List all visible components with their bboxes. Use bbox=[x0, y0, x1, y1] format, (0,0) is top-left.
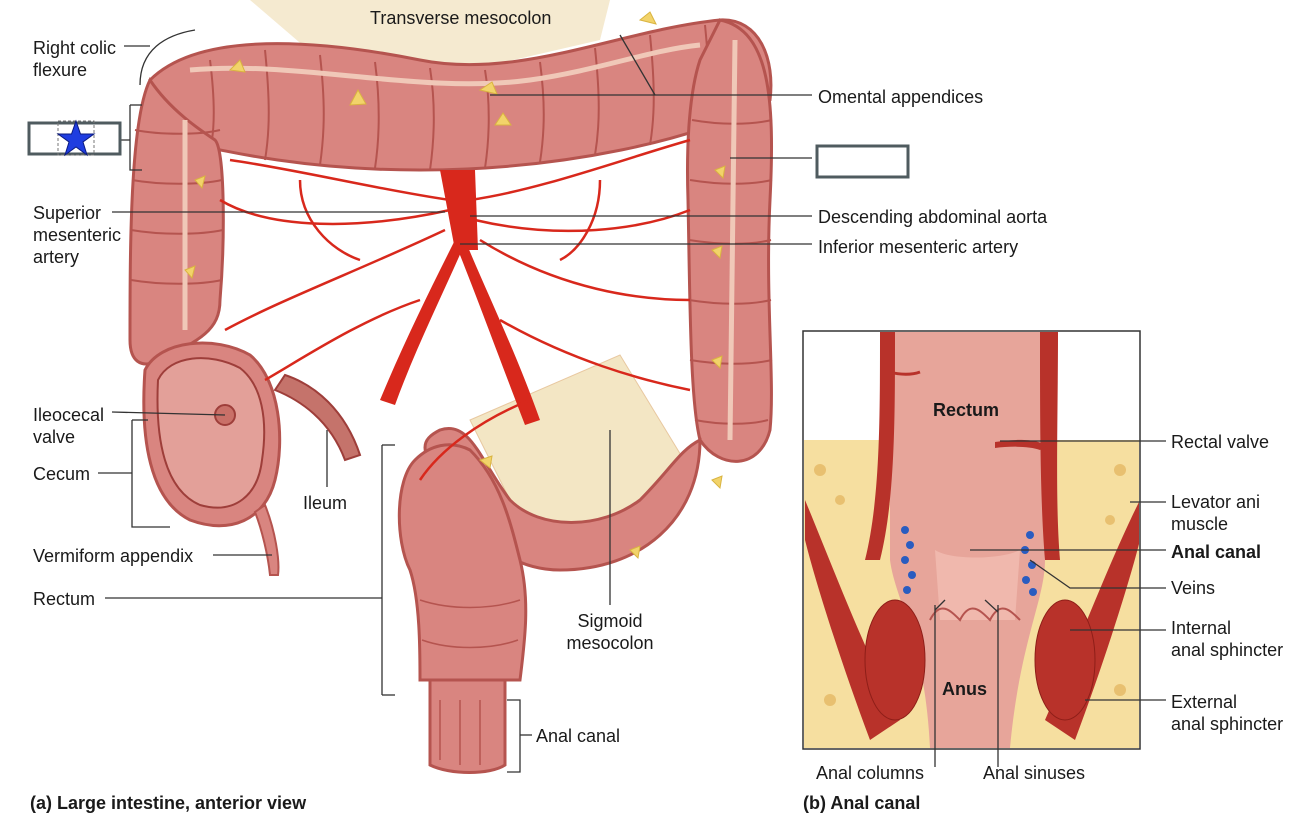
ascending-haustra bbox=[130, 129, 224, 285]
label-superior-mesenteric-line3: artery bbox=[33, 247, 80, 267]
large-intestine-figure bbox=[128, 0, 774, 774]
ileum-shape bbox=[273, 373, 362, 462]
label-ileocecal-valve-line1: Ileocecal bbox=[33, 405, 105, 425]
transverse-colon bbox=[148, 18, 773, 172]
inferior-mesenteric-artery-shape bbox=[458, 240, 540, 425]
caption-part-a: (a) Large intestine, anterior view bbox=[30, 793, 307, 813]
label-anal-canal-b: Anal canal bbox=[1171, 542, 1262, 562]
superior-mesenteric-artery-shape bbox=[380, 240, 462, 405]
vein-dots bbox=[901, 526, 1037, 596]
ascending-colon bbox=[128, 77, 225, 366]
label-superior-mesenteric-line1: Superior bbox=[33, 203, 102, 223]
label-vermiform-appendix: Vermiform appendix bbox=[33, 546, 194, 566]
rectum-shape bbox=[397, 443, 528, 682]
label-anus: Anus bbox=[942, 679, 987, 699]
label-levator-ani-line2: muscle bbox=[1171, 514, 1229, 534]
label-sigmoid-mesocolon-line1: Sigmoid bbox=[577, 611, 643, 631]
label-anal-sinuses: Anal sinuses bbox=[983, 763, 1086, 783]
label-rectum-b: Rectum bbox=[933, 400, 1000, 420]
anal-canal-shape bbox=[428, 678, 507, 774]
label-transverse-mesocolon: Transverse mesocolon bbox=[370, 8, 552, 28]
leader-lines-a bbox=[98, 29, 812, 773]
star-icon[interactable] bbox=[56, 119, 96, 157]
label-external-sphincter-line1: External bbox=[1171, 692, 1238, 712]
anal-canal-figure bbox=[802, 330, 1141, 750]
fat-dots bbox=[814, 464, 1126, 706]
label-rectum-a: Rectum bbox=[33, 589, 96, 609]
taenia-transverse bbox=[189, 42, 701, 87]
artery-branches bbox=[219, 138, 691, 481]
label-anal-columns: Anal columns bbox=[816, 763, 925, 783]
descending-colon bbox=[686, 18, 774, 463]
label-cecum: Cecum bbox=[33, 464, 91, 484]
caption-part-b: (b) Anal canal bbox=[803, 793, 921, 813]
leader-lines-b bbox=[934, 440, 1166, 767]
label-right-colic-flexure-line1: Right colic bbox=[33, 38, 117, 58]
label-superior-mesenteric-line2: mesenteric bbox=[33, 225, 122, 245]
label-ileocecal-valve-line2: valve bbox=[33, 427, 76, 447]
label-internal-sphincter-line2: anal sphincter bbox=[1171, 640, 1284, 660]
blank-label-box-right[interactable] bbox=[815, 144, 910, 179]
label-omental-appendices: Omental appendices bbox=[818, 87, 984, 107]
label-rectal-valve: Rectal valve bbox=[1171, 432, 1270, 452]
label-levator-ani-line1: Levator ani bbox=[1171, 492, 1261, 512]
aorta-shape bbox=[440, 170, 478, 250]
label-right-colic-flexure-line2: flexure bbox=[33, 60, 88, 80]
rectum-folds bbox=[419, 599, 521, 765]
label-descending-aorta: Descending abdominal aorta bbox=[818, 207, 1048, 227]
appendix-shape bbox=[253, 503, 280, 576]
label-external-sphincter-line2: anal sphincter bbox=[1171, 714, 1284, 734]
label-veins: Veins bbox=[1171, 578, 1216, 598]
taenia-descending bbox=[727, 39, 738, 441]
label-ileum: Ileum bbox=[303, 493, 348, 513]
label-anal-canal-a: Anal canal bbox=[536, 726, 621, 746]
label-internal-sphincter-line1: Internal bbox=[1171, 618, 1232, 638]
omental-appendices-shapes bbox=[184, 11, 726, 560]
label-sigmoid-mesocolon-line2: mesocolon bbox=[566, 633, 654, 653]
cecum-interior bbox=[156, 357, 266, 509]
label-inferior-mesenteric-artery: Inferior mesenteric artery bbox=[818, 237, 1019, 257]
